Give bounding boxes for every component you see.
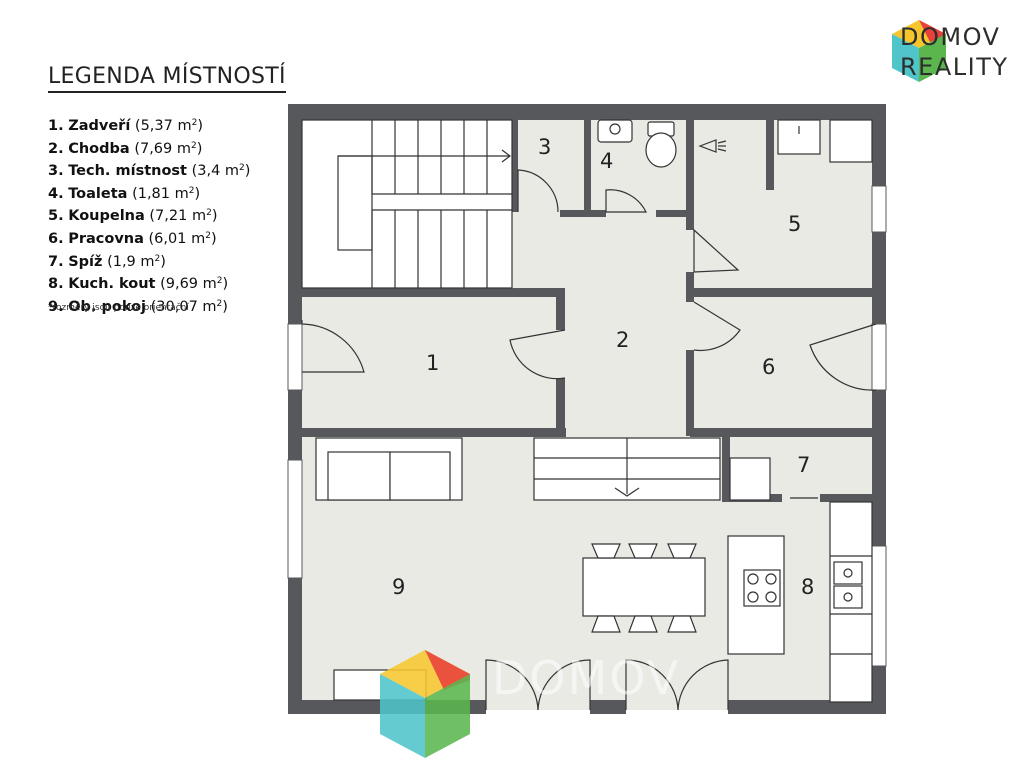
legend-title: LEGENDA MÍSTNOSTÍ [48,64,286,93]
room-label-7: 7 [797,453,810,477]
pantry-shelf [729,457,771,501]
shower-head-icon [698,139,717,153]
door-study-outer [809,323,877,391]
room-label-9: 9 [392,575,405,599]
toilet-sink [597,119,633,143]
dining-set [582,543,706,633]
legend-item: 9. Ob. pokoj (30,07 m2) [48,298,228,315]
wardrobe [533,437,721,501]
windows [287,185,887,667]
door-patio-1 [485,659,539,711]
brand-name: DOMOV REALITY [900,22,1009,82]
legend-item: 4. Toaleta (1,81 m2) [48,185,201,202]
bathroom-sink [777,119,821,155]
legend-item: 7. Spíž (1,9 m2) [48,253,166,270]
brand-line1: DOMOV [900,23,1001,51]
room-legend-list: 1. Zadveří (5,37 m2) 2. Chodba (7,69 m2)… [48,114,250,317]
room-label-2: 2 [616,328,629,352]
logo-cube-left-teal [892,34,919,82]
legend-item: 6. Pracovna (6,01 m2) [48,230,217,247]
door-bathroom [693,228,740,273]
kitchen-island [727,535,785,655]
door-toilet [605,189,647,213]
sofa [315,437,463,501]
staircase [301,119,513,289]
bathroom-cabinet [829,119,873,163]
door-patio-2 [537,659,591,711]
room-label-5: 5 [788,212,801,236]
legend-item: 1. Zadveří (5,37 m2) [48,118,204,134]
door-entrance [301,320,365,373]
doors [301,169,877,711]
legend-item: 8. Kuch. kout (9,69 m2) [48,276,229,293]
room-label-8: 8 [801,575,814,599]
chairs-top [591,543,697,559]
room-label-1: 1 [426,351,439,375]
legend-note: *rozměry jsou pouze orientační [48,303,189,313]
bathroom-fixtures [698,119,873,163]
toilet-fixtures [597,119,677,168]
room-label-3: 3 [538,135,551,159]
door-patio-4 [677,659,729,711]
legend-item: 5. Koupelna (7,21 m2) [48,208,218,225]
dining-table [582,557,706,617]
legend-item: 2. Chodba (7,69 m2) [48,140,203,157]
watermark-text: DOMOV [492,651,680,705]
door-hall [509,329,566,380]
room-label-6: 6 [762,355,775,379]
chairs-bottom [591,615,697,633]
domov-watermark: DOMOV [380,650,680,758]
legend-item: 3. Tech. místnost (3,4 m2) [48,163,251,180]
logo-cube-right-green [919,34,946,82]
door-patio-3 [625,659,679,711]
brand-line2: REALITY [900,53,1009,81]
kitchen-counter [829,501,873,703]
door-tech-room [517,169,559,213]
room-label-4: 4 [600,149,613,173]
door-study [693,301,741,352]
logo-cube-top-red [919,20,946,42]
domov-reality-logo [892,20,946,82]
toilet-bowl [645,132,677,168]
room-labels: 1 2 3 4 5 6 7 8 9 [392,135,814,599]
